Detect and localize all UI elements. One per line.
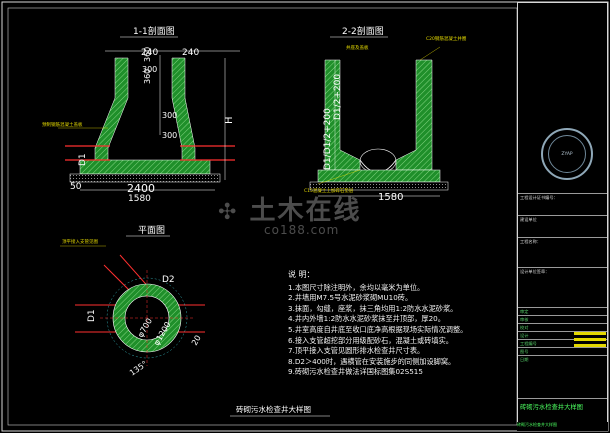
svg-text:D1/2+200: D1/2+200	[333, 74, 343, 120]
tb-cert: 工程设计证书编号：	[518, 193, 607, 215]
tb-approve: 审定	[518, 307, 607, 315]
company-seal-icon: ZYAP	[541, 128, 593, 180]
note-item: 2.井墙用M7.5号水泥砂浆砌MU10砖。	[288, 293, 413, 303]
dim-2400: 2400	[127, 182, 155, 195]
base-gravel	[69, 173, 221, 183]
base-slab	[79, 159, 211, 175]
footer-strip: 砖砌污水检查井大样图	[517, 422, 608, 431]
svg-text:300: 300	[142, 65, 157, 74]
tb-yellow-mark	[574, 332, 606, 335]
section-1-1: 1-1剖面图 240 240 300 360 360 300 300 H D1 …	[42, 25, 240, 204]
section-2-title: 2-2剖面图	[342, 25, 384, 37]
svg-text:井座及盖板: 井座及盖板	[346, 44, 369, 51]
watermark-site: co188.com	[264, 223, 340, 237]
dim-1580: 1580	[128, 194, 151, 204]
svg-text:300: 300	[162, 111, 177, 120]
svg-text:D2: D2	[162, 275, 175, 285]
svg-text:360: 360	[143, 69, 152, 84]
plan-title: 平面图	[138, 225, 165, 236]
svg-text:D1: D1	[87, 309, 97, 322]
tb-client: 建设单位	[518, 215, 607, 237]
tb-project: 工程名称：	[518, 237, 607, 267]
drawing-caption: 砖砌污水检查井大样图	[236, 404, 311, 414]
notes-heading: 说 明：	[288, 270, 315, 279]
wall-right	[171, 57, 196, 161]
svg-text:顶平接入支管见图: 顶平接入支管见图	[62, 238, 98, 245]
tb-sheet-no: 图号	[518, 347, 607, 355]
svg-text:D1: D1	[78, 153, 88, 166]
tb-stamp: 设计单位签章：	[518, 267, 607, 307]
svg-text:C15混凝土上加碎石垫层: C15混凝土上加碎石垫层	[304, 187, 354, 194]
svg-text:H: H	[224, 116, 235, 124]
svg-text:135°: 135°	[128, 359, 149, 377]
section-1-title: 1-1剖面图	[133, 25, 175, 37]
svg-text:C20钢筋混凝土井圈: C20钢筋混凝土井圈	[426, 35, 467, 42]
svg-text:D1/D1/2+200: D1/D1/2+200	[323, 108, 333, 170]
tb-yellow-mark	[574, 344, 606, 347]
svg-text:预制钢筋混凝土盖板: 预制钢筋混凝土盖板	[42, 121, 83, 128]
wall-2-left	[324, 59, 361, 171]
wall-2-right	[395, 59, 433, 171]
note-item: 4.井内外墙1:2防水水泥砂浆抹至井顶部，厚20。	[288, 314, 445, 324]
section-2-2: 2-2剖面图 井座及盖板 C20钢筋混凝土井圈 D1/2+200 D1/D1/2…	[304, 25, 467, 203]
svg-text:50: 50	[70, 182, 82, 192]
wall-left	[94, 57, 129, 161]
seal-inner: ZYAP	[548, 135, 586, 173]
dim-240-b: 240	[182, 48, 199, 58]
svg-text:1580: 1580	[378, 192, 403, 203]
notes: 说 明： 1.本图尺寸除注明外，余均以毫米为单位。 2.井墙用M7.5号水泥砂浆…	[288, 270, 518, 378]
watermark-logo-icon: ✣	[218, 200, 239, 225]
note-item: 9.砖砌污水检查井做法详国标图集02S515	[288, 367, 423, 377]
note-item: 8.D2＞400时，遇横管在安装施步的同侧加设脚窝。	[288, 356, 456, 366]
tb-review: 审核	[518, 315, 607, 323]
note-item: 5.井室高度自井底至收口底净高根据现场实际情况调整。	[288, 324, 468, 334]
title-block: 工程设计证书编号： 建设单位 工程名称： 设计单位签章： 审定 审核 校对 设计…	[517, 2, 608, 430]
tb-yellow-mark	[574, 338, 606, 341]
svg-text:300: 300	[162, 131, 177, 140]
tb-check: 校对	[518, 323, 607, 331]
tb-job-no: 工程编号	[518, 339, 607, 347]
dim-240-a: 240	[141, 48, 158, 58]
tb-drawing-name: 砖砌污水检查井大样图	[518, 398, 607, 418]
svg-text:20: 20	[190, 334, 203, 347]
note-item: 7.顶平接入支管见圆形排水检查井尺寸表。	[288, 346, 425, 356]
note-item: 3.抹面，勾缝，座浆，抹三角均用1:2防水水泥砂浆。	[288, 303, 458, 313]
note-item: 6.接入支管超挖部分用级配砂石，混凝土或砖填实。	[288, 335, 453, 345]
watermark-brand: ✣ 土木在线	[218, 196, 362, 226]
svg-text:360: 360	[143, 47, 152, 62]
tb-design: 设计	[518, 331, 607, 339]
note-item: 1.本图尺寸除注明外，余均以毫米为单位。	[288, 282, 425, 292]
plan-view: 平面图 顶平接入支管见图 D2 D1 φ700 φ1200 20 135°	[60, 225, 205, 378]
tb-date: 日期	[518, 355, 607, 363]
